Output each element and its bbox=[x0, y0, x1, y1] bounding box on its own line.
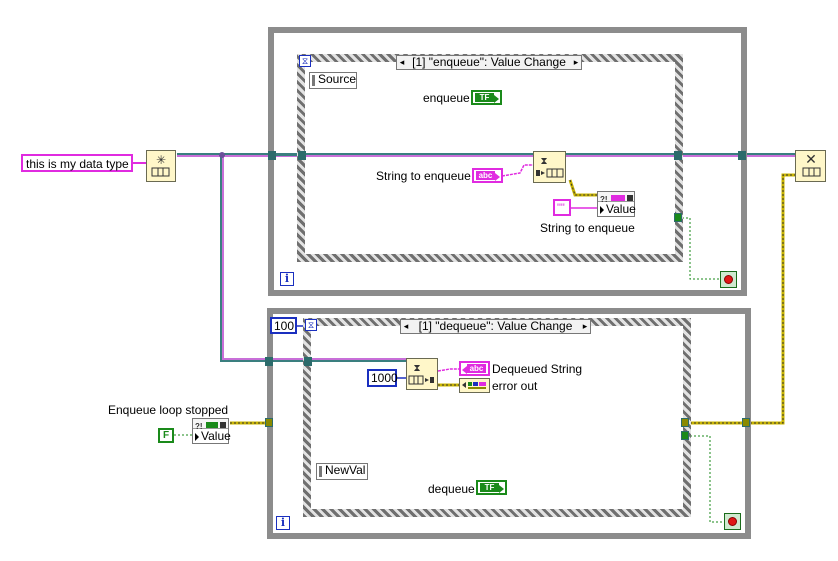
enqueue-value-property-node[interactable]: ?! Value bbox=[597, 191, 636, 217]
svg-text:?!: ?! bbox=[195, 422, 203, 430]
dequeue-bool-control[interactable]: TF bbox=[476, 480, 507, 495]
dequeued-string-indicator[interactable]: abc bbox=[459, 361, 490, 376]
svg-text:✳: ✳ bbox=[156, 153, 166, 167]
string-to-enqueue-property-label: String to enqueue bbox=[540, 221, 635, 235]
dequeue-timeout-value: 1000 bbox=[371, 371, 398, 385]
dequeue-case-selector[interactable]: ◂ [1] "dequeue": Value Change ▸ bbox=[400, 319, 591, 334]
source-string-text: this is my data type bbox=[26, 157, 129, 171]
iteration-terminal-enqueue: i bbox=[280, 272, 294, 286]
event-queue-tunnel-in-2 bbox=[304, 357, 312, 366]
stop-terminal-icon bbox=[728, 517, 737, 526]
hourglass-icon: ⧖ bbox=[299, 55, 311, 67]
dequeue-bool-label: dequeue bbox=[428, 482, 475, 496]
iteration-terminal-dequeue: i bbox=[276, 516, 290, 530]
stop-terminal-dequeue[interactable] bbox=[724, 513, 741, 530]
dequeue-queue-tunnel-in bbox=[265, 357, 273, 366]
release-queue-node[interactable]: ✕ bbox=[795, 150, 826, 182]
svg-text:⧗: ⧗ bbox=[413, 363, 420, 374]
stopped-value-property-node[interactable]: ?! Value bbox=[192, 418, 231, 444]
prev-case-arrow[interactable]: ◂ bbox=[399, 57, 405, 67]
event-data-source-label: Source bbox=[318, 72, 357, 86]
dequeue-case-label: [1] "dequeue": Value Change bbox=[418, 319, 573, 333]
queue-tunnel-out bbox=[738, 151, 746, 160]
event-queue-tunnel-in bbox=[298, 151, 306, 160]
enqueue-case-label: [1] "enqueue": Value Change bbox=[412, 55, 566, 69]
timeout-constant[interactable]: 100 bbox=[270, 317, 297, 334]
stop-terminal-icon bbox=[724, 275, 733, 284]
hourglass-icon: ⧖ bbox=[305, 319, 317, 331]
error-out-indicator[interactable] bbox=[459, 378, 490, 393]
svg-text:✕: ✕ bbox=[805, 151, 817, 167]
dequeue-stop-wire bbox=[686, 435, 724, 523]
empty-string-constant[interactable]: "" bbox=[553, 199, 571, 216]
obtain-queue-node[interactable]: ✳ bbox=[146, 150, 176, 182]
event-bool-tunnel-out-2 bbox=[681, 431, 689, 440]
next-case-arrow[interactable]: ▸ bbox=[573, 57, 579, 67]
dequeue-element-node[interactable]: ⧗ bbox=[406, 358, 438, 390]
dequeued-string-label: Dequeued String bbox=[492, 362, 583, 376]
obtain-queue-icon: ✳ bbox=[151, 153, 170, 177]
string-to-enqueue-label: String to enqueue bbox=[376, 169, 471, 183]
error-out-label: error out bbox=[492, 379, 538, 393]
false-constant[interactable]: F bbox=[158, 428, 174, 443]
timeout-value: 100 bbox=[274, 319, 295, 333]
empty-string-text: "" bbox=[557, 202, 565, 214]
enqueue-while-loop[interactable] bbox=[268, 27, 747, 296]
stopped-property-value-label: Value bbox=[193, 430, 231, 443]
source-string-constant[interactable]: this is my data type bbox=[21, 154, 133, 172]
stop-bool-wire bbox=[678, 217, 720, 280]
enqueue-icon: ⧗ bbox=[536, 156, 564, 178]
enqueue-case-selector[interactable]: ◂ [1] "enqueue": Value Change ▸ bbox=[396, 55, 582, 70]
dequeue-error-tunnel-in bbox=[265, 418, 273, 427]
enqueue-bool-label: enqueue bbox=[423, 91, 470, 105]
event-bool-tunnel-out bbox=[674, 213, 682, 222]
svg-text:?!: ?! bbox=[600, 195, 608, 203]
queue-tunnel-in bbox=[268, 151, 276, 160]
dequeue-timeout-constant[interactable]: 1000 bbox=[367, 369, 398, 387]
svg-text:⧗: ⧗ bbox=[540, 156, 547, 167]
string-to-enqueue-control[interactable]: abc bbox=[472, 168, 503, 183]
wire-junction bbox=[219, 152, 225, 158]
dequeue-icon: ⧗ bbox=[408, 363, 434, 385]
enqueue-element-node[interactable]: ⧗ bbox=[533, 151, 566, 183]
stop-terminal-enqueue[interactable] bbox=[720, 271, 737, 288]
next-case-arrow[interactable]: ▸ bbox=[582, 321, 588, 331]
enqueue-bool-control[interactable]: TF bbox=[471, 90, 502, 105]
property-value-label: Value bbox=[598, 203, 636, 216]
false-constant-text: F bbox=[162, 430, 170, 441]
event-data-newval-label: NewVal bbox=[325, 463, 366, 477]
event-error-tunnel-out bbox=[681, 418, 689, 427]
dequeue-error-tunnel-out bbox=[742, 418, 750, 427]
enqueue-loop-stopped-label: Enqueue loop stopped bbox=[108, 403, 229, 417]
event-data-newval[interactable]: NewVal bbox=[316, 463, 368, 480]
event-data-source[interactable]: Source bbox=[309, 72, 357, 89]
event-queue-tunnel-out bbox=[674, 151, 682, 160]
release-queue-icon: ✕ bbox=[802, 151, 821, 177]
prev-case-arrow[interactable]: ◂ bbox=[403, 321, 409, 331]
